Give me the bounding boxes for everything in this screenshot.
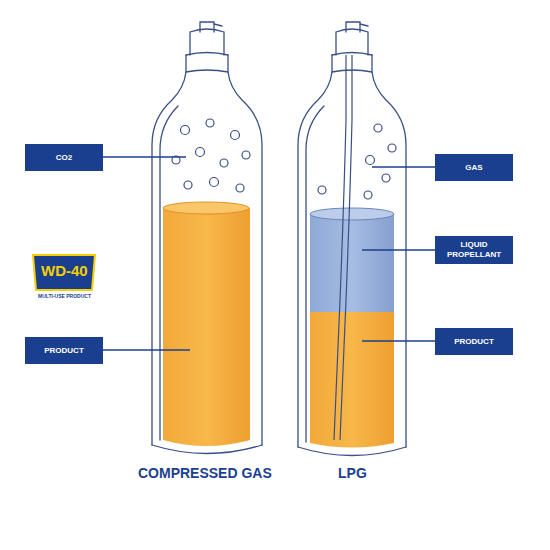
can-outline xyxy=(152,22,262,454)
leader-line xyxy=(103,157,435,350)
product-fill xyxy=(310,312,394,448)
logo-text: WD-40 xyxy=(41,262,88,279)
callout-box: GAS xyxy=(435,154,513,181)
callout-text: GAS xyxy=(465,163,482,173)
callout-box: LIQUID PROPELLANT xyxy=(435,236,513,264)
product-fill xyxy=(163,208,250,446)
caption-text: LPG xyxy=(338,465,367,481)
callout-text: LIQUID PROPELLANT xyxy=(441,240,507,260)
callout-box: PRODUCT xyxy=(435,328,513,355)
callout-text: CO2 xyxy=(56,153,72,163)
can-outline xyxy=(298,22,406,456)
gas-bubbles xyxy=(172,119,250,192)
callout-text: PRODUCT xyxy=(454,337,494,347)
propellant-surface xyxy=(310,208,394,220)
callout-box: PRODUCT xyxy=(25,337,103,364)
callout-box: CO2 xyxy=(25,144,103,171)
dip-tube xyxy=(340,55,352,440)
product-surface xyxy=(163,202,249,214)
logo-shield xyxy=(33,255,95,290)
dip-tube xyxy=(334,55,346,440)
gas-bubbles xyxy=(318,124,396,199)
logo-ground xyxy=(27,248,101,302)
propellant-fill xyxy=(310,214,394,312)
caption-text: COMPRESSED GAS xyxy=(138,465,272,481)
logo-subtext: MULTI-USE PRODUCT xyxy=(38,293,91,299)
callout-text: PRODUCT xyxy=(44,346,84,356)
